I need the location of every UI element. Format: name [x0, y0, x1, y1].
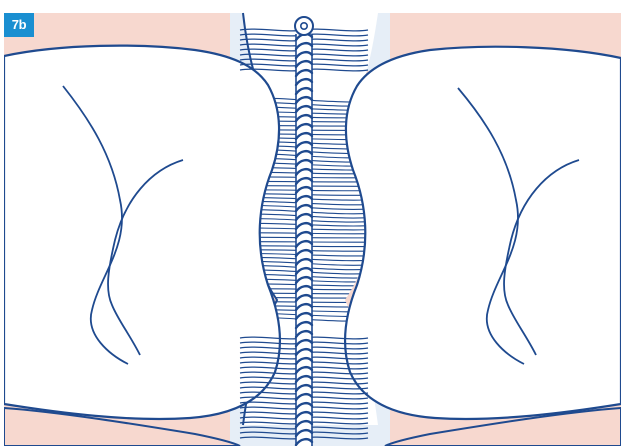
panel-label: 7b [4, 13, 34, 37]
right-cell [345, 47, 621, 419]
left-cell [4, 46, 280, 419]
top-knot-hole [301, 23, 307, 29]
central-suture-strand [296, 34, 312, 446]
